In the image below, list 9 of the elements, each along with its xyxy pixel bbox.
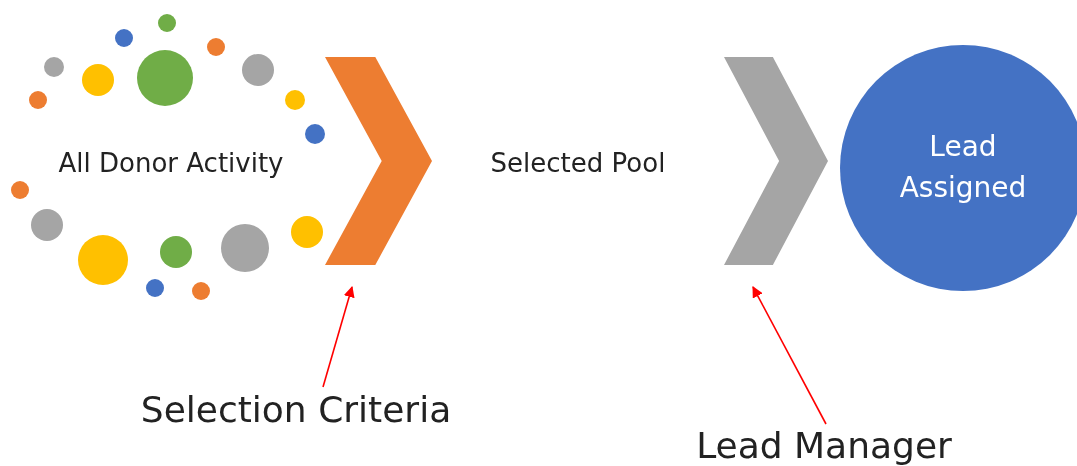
activity-label: All Donor Activity: [58, 148, 284, 178]
result-circle: Lead Assigned: [840, 45, 1077, 291]
chevron-shape: [325, 57, 432, 265]
criteria-label: Selection Criteria: [140, 388, 452, 430]
manager-label: Lead Manager: [696, 424, 952, 466]
chevron-shape: [724, 57, 828, 265]
leader-line: [322, 285, 355, 388]
leader-line: [752, 286, 827, 425]
pool-label: Selected Pool: [490, 148, 666, 178]
